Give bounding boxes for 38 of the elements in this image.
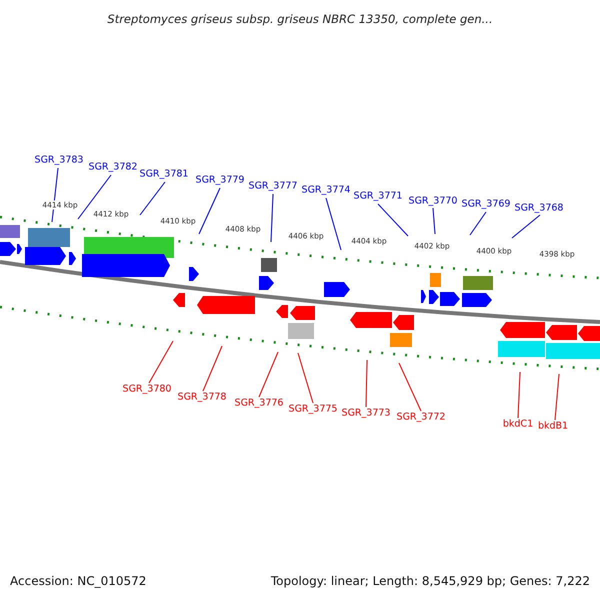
leader-line <box>378 204 408 236</box>
gene-label: SGR_3780 <box>122 384 172 394</box>
gene-label: bkdB1 <box>538 420 568 432</box>
leader-line <box>398 362 422 412</box>
leader-line <box>432 208 436 234</box>
leader-line <box>326 198 342 250</box>
leader-line <box>518 372 520 418</box>
gene-label: SGR_3781 <box>140 168 188 180</box>
leader-line <box>366 360 368 408</box>
summary-text: Topology: linear; Length: 8,545,929 bp; Genes: 7,222 <box>270 574 590 588</box>
leader-line <box>270 194 274 242</box>
gene-label: SGR_3782 <box>88 162 138 172</box>
gene-label: SGR_3776 <box>234 398 284 408</box>
accession-text: Accession: NC_010572 <box>10 574 146 588</box>
gene-label: SGR_3770 <box>408 196 458 206</box>
gene-label: bkdC1 <box>502 418 534 430</box>
gene-label: SGR_3775 <box>288 404 338 414</box>
gene-label: SGR_3779 <box>196 174 244 186</box>
gene-label: SGR_3774 <box>302 184 350 196</box>
leader-line <box>140 182 166 216</box>
leader-line <box>78 174 112 220</box>
leader-line <box>298 352 314 404</box>
gene-label: SGR_3777 <box>248 180 298 192</box>
leader-line <box>258 352 278 398</box>
gene-label: SGR_3773 <box>342 408 390 418</box>
gene-label: SGR_3771 <box>354 190 402 202</box>
leader-line <box>554 374 560 420</box>
gene-label: SGR_3769 <box>462 198 510 210</box>
leader-line <box>148 340 174 384</box>
gene-label: SGR_3768 <box>514 202 564 214</box>
gene-label: SGR_3772 <box>396 412 446 422</box>
leader-line <box>470 212 486 236</box>
leader-line <box>202 346 222 392</box>
title: Streptomyces griseus subsp. griseus NBRC 13350, complete gen... <box>106 12 494 26</box>
gene-label: SGR_3783 <box>34 154 84 166</box>
leader-line <box>198 188 220 234</box>
leader-line <box>512 214 540 238</box>
gene-label: SGR_3778 <box>178 392 226 402</box>
